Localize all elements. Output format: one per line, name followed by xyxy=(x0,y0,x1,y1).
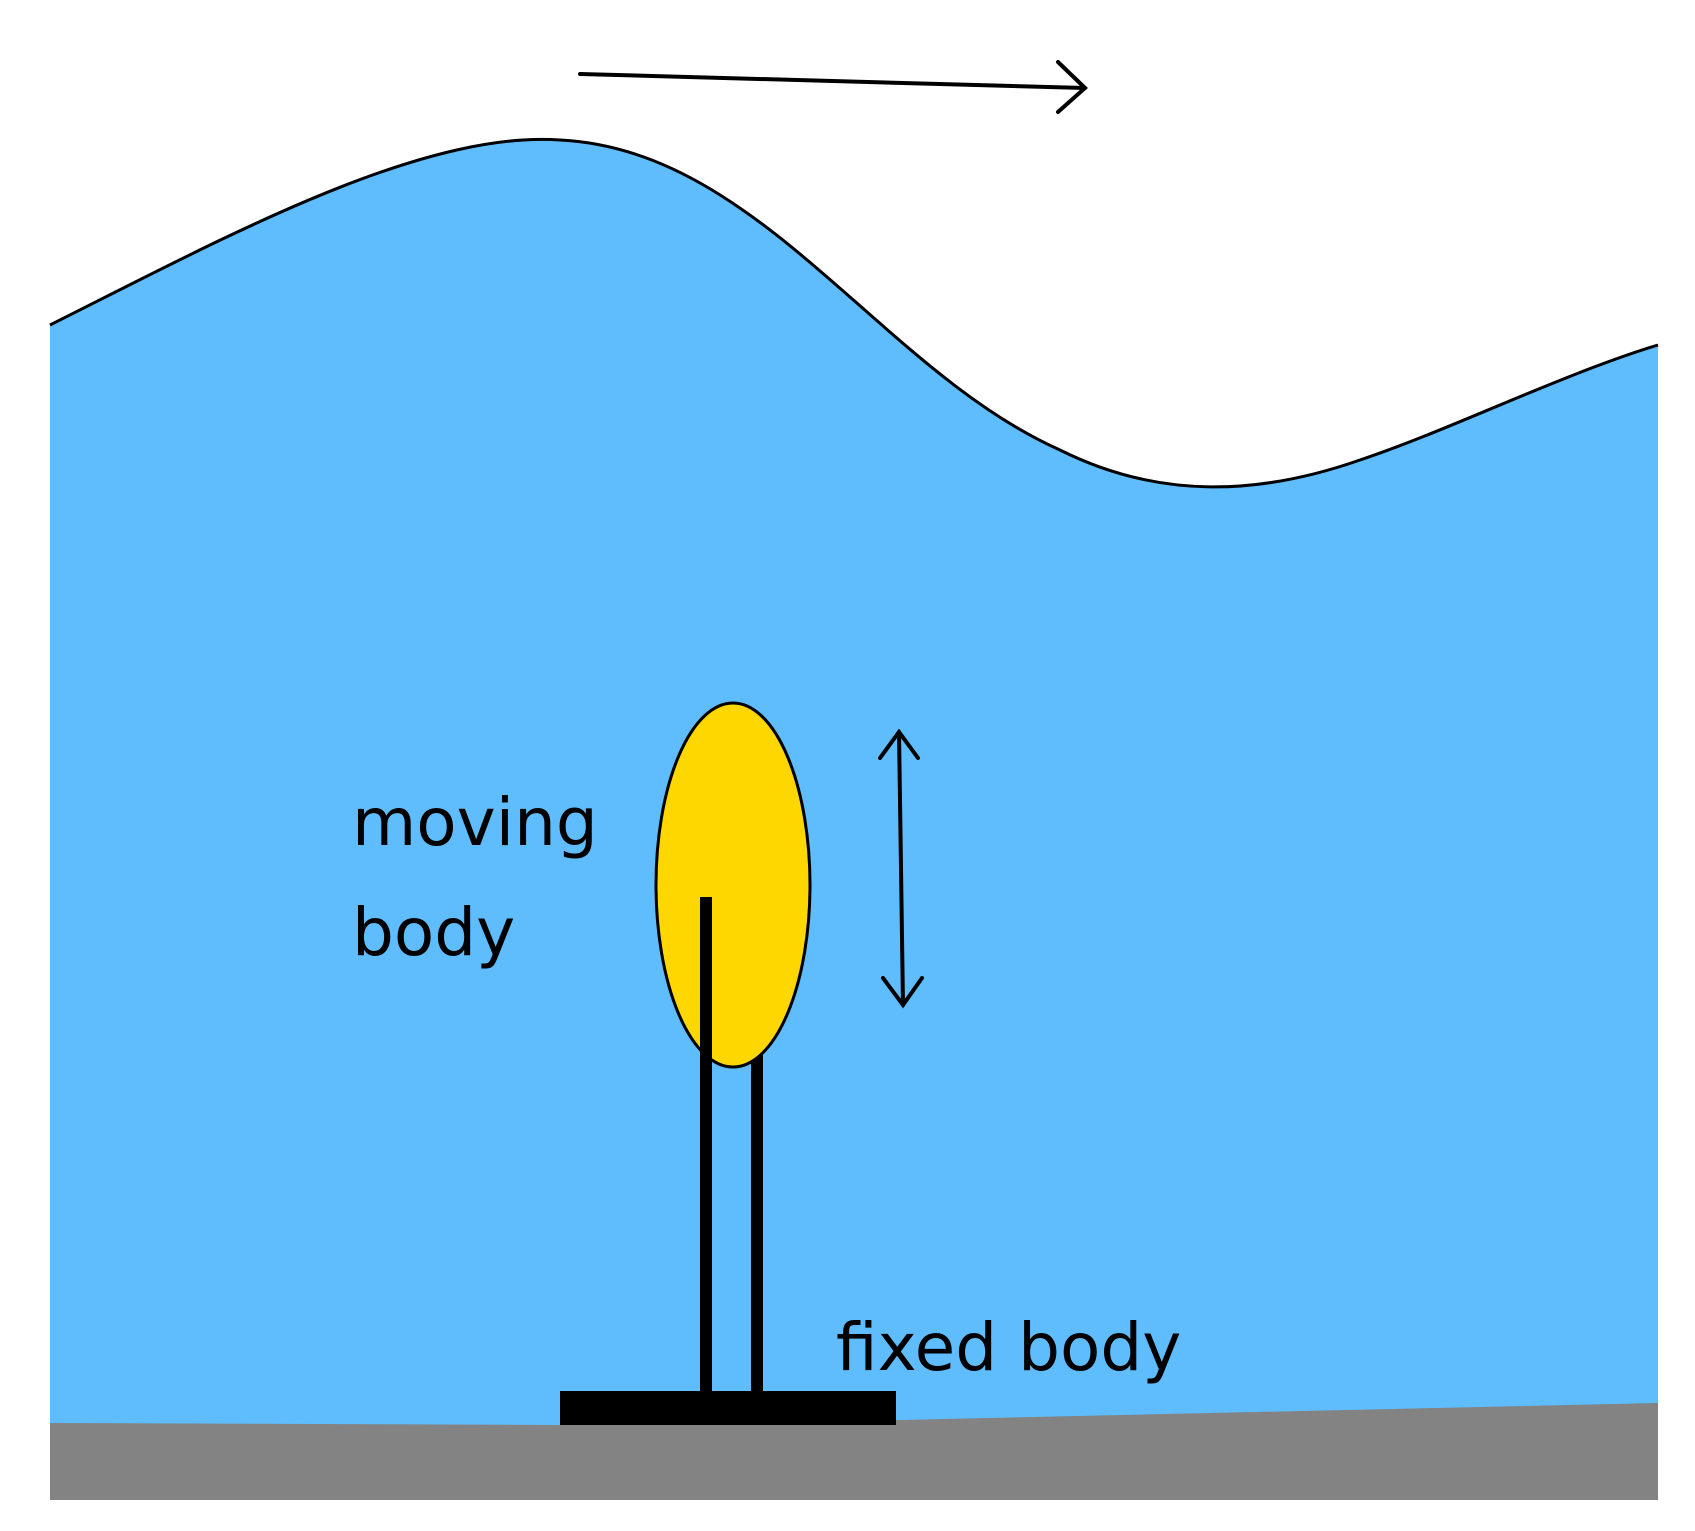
fixed-body-label: fixed body xyxy=(836,1309,1181,1386)
double-arrow-vertical-icon xyxy=(878,728,924,1009)
moving-body-label-line2: body xyxy=(352,894,515,971)
fixed-body-base xyxy=(560,1391,896,1425)
seabed xyxy=(50,1403,1658,1500)
moving-body-label-line1: moving xyxy=(352,784,598,861)
support-legs xyxy=(700,1055,763,1395)
water xyxy=(50,139,1658,1430)
arrow-right-icon xyxy=(578,60,1088,114)
moving-body xyxy=(654,701,812,1069)
wave-surface xyxy=(49,137,1659,489)
